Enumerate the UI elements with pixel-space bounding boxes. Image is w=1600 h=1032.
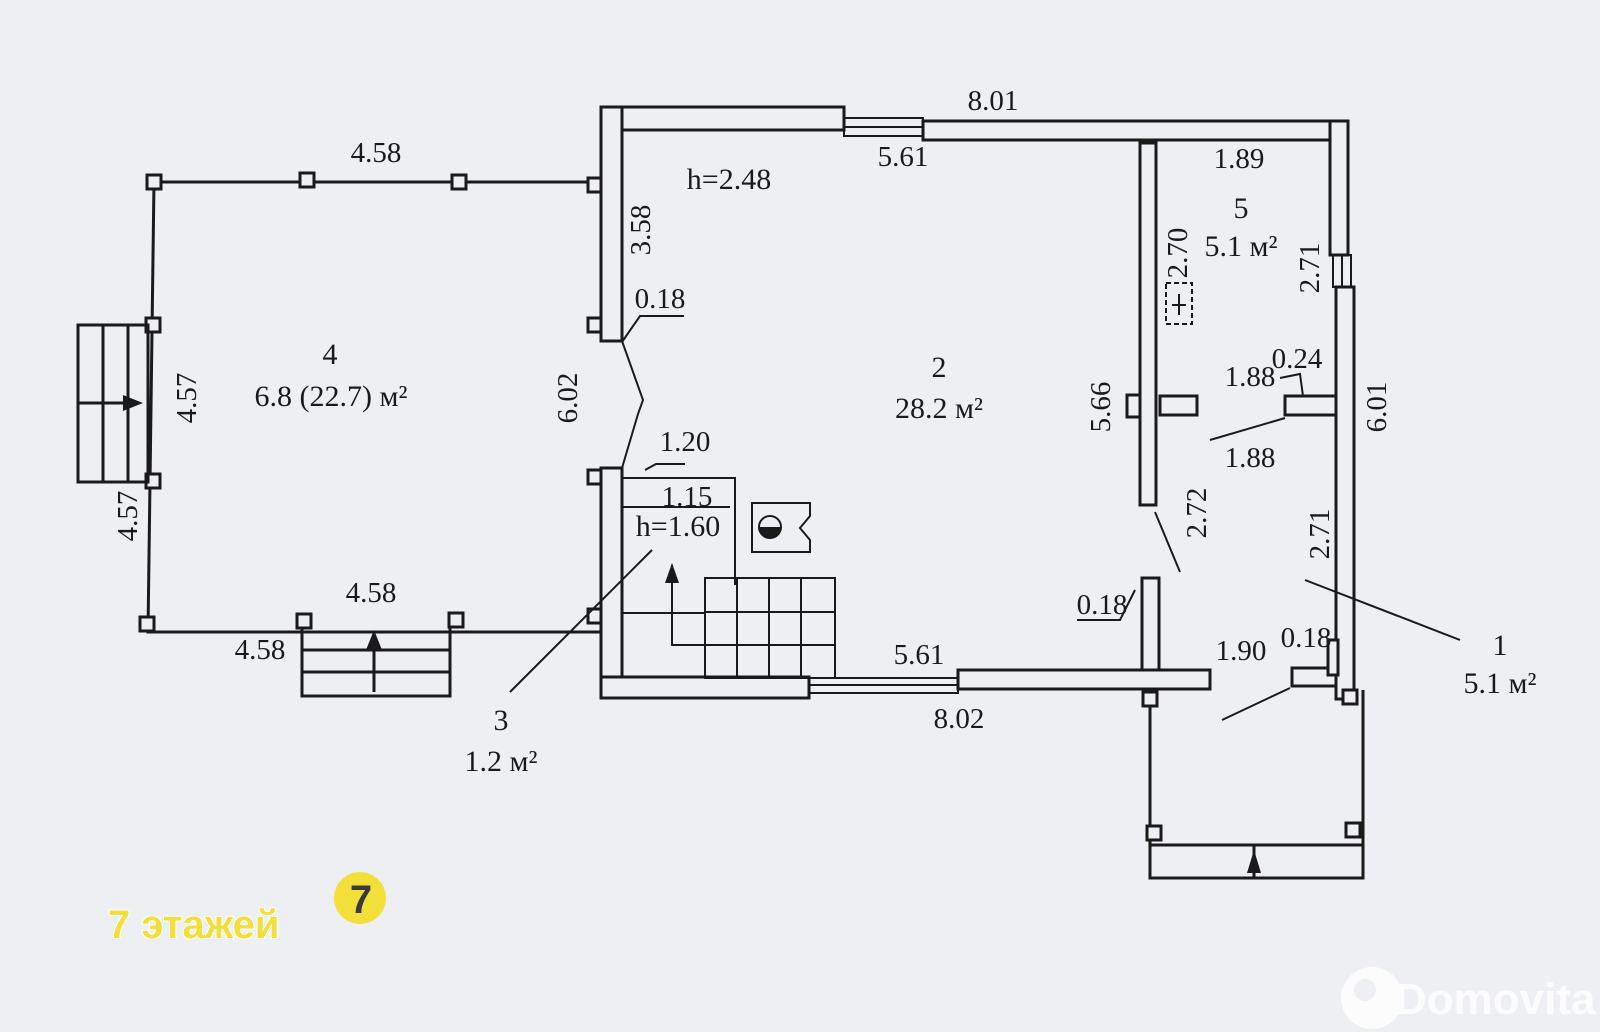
door-swing bbox=[621, 340, 645, 469]
dim-door-wall-1: 0.18 bbox=[635, 283, 686, 315]
dim-mid-upper: 1.88 bbox=[1225, 361, 1276, 393]
dim-top-total: 8.01 bbox=[968, 85, 1019, 117]
dim-partition-height: 5.66 bbox=[1085, 382, 1117, 433]
dim-r5-top: 1.89 bbox=[1214, 143, 1265, 175]
left-steps-arrow bbox=[123, 395, 143, 411]
dim-hall-left-upper: 3.58 bbox=[625, 205, 657, 256]
dim-hall-left-inner: 6.02 bbox=[552, 373, 584, 424]
dim-terrace-top: 4.58 bbox=[351, 137, 402, 169]
dim-bottom-total: 8.02 bbox=[934, 703, 985, 735]
room-3-number: 3 bbox=[494, 704, 509, 737]
brand-logo-text: 7 этажей bbox=[108, 903, 279, 947]
dim-bottom-inner: 5.61 bbox=[894, 639, 945, 671]
dim-stair-small: 1.15 bbox=[662, 481, 713, 513]
room-2-height: h=2.48 bbox=[687, 163, 771, 196]
dim-terrace-bottom-in: 4.58 bbox=[346, 577, 397, 609]
dim-r2-bottom-right: 2.72 bbox=[1181, 488, 1213, 539]
stair-arrow bbox=[665, 563, 679, 583]
dim-wall-018-lower: 0.18 bbox=[1077, 589, 1128, 621]
dim-mid-lower: 1.88 bbox=[1225, 442, 1276, 474]
dim-wall-024: 0.24 bbox=[1272, 343, 1323, 375]
dim-terrace-left-out: 4.57 bbox=[112, 491, 144, 542]
dim-wall-018-right: 0.18 bbox=[1281, 622, 1332, 654]
left-steps bbox=[76, 323, 150, 484]
porch-posts bbox=[1141, 688, 1362, 842]
closet-icon bbox=[1165, 282, 1193, 325]
room-5-area: 5.1 м² bbox=[1205, 230, 1278, 263]
terrace-posts bbox=[138, 171, 604, 633]
room-3-height: h=1.60 bbox=[636, 510, 720, 543]
dim-terrace-bottom-out: 4.58 bbox=[235, 634, 286, 666]
dim-r1-bottom: 1.90 bbox=[1216, 635, 1267, 667]
dim-top-inner: 5.61 bbox=[878, 141, 929, 173]
entry-porch bbox=[1148, 689, 1365, 880]
brand-logo-badge-circle bbox=[334, 872, 386, 924]
dim-terrace-left-in: 4.57 bbox=[171, 373, 203, 424]
room-1-area: 5.1 м² bbox=[1464, 667, 1537, 700]
windows bbox=[808, 117, 1352, 694]
room-5-number: 5 bbox=[1234, 192, 1249, 225]
dim-closet-height: 2.70 bbox=[1162, 228, 1194, 279]
stove-icon bbox=[751, 502, 811, 553]
brand-logo: 7 этажей 7 bbox=[107, 872, 386, 948]
room-2-number: 2 bbox=[932, 351, 947, 384]
porch-arrow bbox=[1247, 850, 1261, 873]
leader-lines bbox=[509, 315, 1461, 721]
dim-r1-right: 2.71 bbox=[1304, 509, 1336, 560]
room-3-area: 1.2 м² bbox=[465, 745, 538, 778]
staircase bbox=[622, 477, 836, 679]
watermark-text: Domovita bbox=[1395, 975, 1596, 1024]
dim-stair-width: 1.20 bbox=[660, 426, 711, 458]
room-4-area: 6.8 (22.7) м² bbox=[255, 380, 408, 413]
watermark: Domovita bbox=[1341, 967, 1596, 1029]
room-2-area: 28.2 м² bbox=[895, 392, 983, 425]
bottom-steps-arrow bbox=[366, 630, 382, 650]
room-4-number: 4 bbox=[323, 338, 338, 371]
dim-r5-right: 2.71 bbox=[1294, 243, 1326, 294]
dim-right-total: 6.01 bbox=[1361, 382, 1393, 433]
room-1-number: 1 bbox=[1493, 629, 1508, 662]
brand-logo-badge: 7 bbox=[350, 878, 372, 922]
